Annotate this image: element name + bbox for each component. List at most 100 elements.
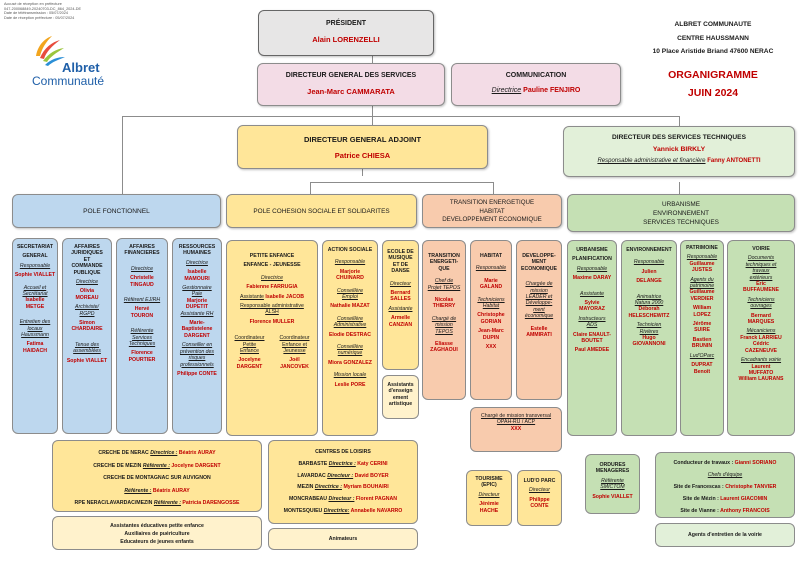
ludoparc-box: LUD'O PARC Directeur Philippe CONTE: [517, 470, 562, 526]
role-label: Assistante RH: [180, 310, 214, 317]
person-name: Baptistelene: [181, 326, 213, 333]
president-title: PRÉSIDENT: [325, 20, 367, 27]
environnement-box: ENVIRONNEMENT Responsable Julien DELANGE…: [621, 240, 677, 436]
role-label: Directrice: [261, 274, 283, 281]
role-label: Développe-: [525, 300, 553, 307]
person-name: Laurent GIACOMIN: [720, 496, 768, 502]
person-name: Estelle: [530, 325, 548, 332]
dga-box: DIRECTEUR GENERAL ADJOINT Patrice CHIESA: [237, 125, 488, 169]
tourisme-title: (EPIC): [481, 482, 497, 489]
person-name: William: [692, 305, 712, 312]
role-label: Encadrants voirie: [740, 357, 782, 364]
te-title: ENERGETI-: [429, 259, 459, 266]
person-name: Julien: [641, 268, 657, 275]
person-name: Patricia DARENGOSSE: [182, 500, 240, 506]
person-name: JUSTES: [691, 267, 713, 274]
person-name: AMMIRATI: [526, 332, 552, 339]
urbanisme-box: URBANISME PLANIFICATION Responsable Maxi…: [567, 240, 617, 436]
ordures-title: ORDURES: [599, 462, 626, 468]
role-label: Directeur: [389, 280, 412, 287]
person-name: CONTE: [530, 503, 549, 510]
role-label: Jeunesse: [283, 348, 306, 355]
role-label: Directrice:: [323, 507, 350, 514]
person-name: Paul AMEDEE: [574, 347, 610, 354]
person-name: HACHE: [479, 507, 499, 514]
secretariat-title: SECRETARIAT: [16, 244, 54, 250]
org-title-text: ORGANIGRAMME: [668, 69, 758, 81]
role-label: Haussmann: [21, 332, 49, 339]
person-name: Annabelle NAVARRO: [350, 507, 403, 514]
person-name: MUFFATO: [748, 369, 774, 376]
musique-title: MUSIQUE: [388, 255, 413, 262]
person-name: CAZENEUVE: [745, 347, 777, 354]
role-label: Secrétariat: [22, 291, 48, 298]
creche-name: RPE NERAC/LAVARDAC/MEZIN: [74, 500, 153, 506]
person-name: Joël: [289, 357, 300, 364]
person-name: Fabienne FARRUGIA: [246, 284, 298, 291]
urba-title: URBANISME: [576, 247, 608, 253]
communication-box: COMMUNICATION Directrice Pauline FENJIRO: [451, 63, 621, 106]
person-name: CANZIAN: [388, 321, 413, 328]
musique-title: DANSE: [391, 268, 410, 275]
habitat-box: HABITAT Responsable Marie GALAND Technic…: [470, 240, 512, 400]
person-name: HAIDACH: [23, 347, 47, 354]
president-name: Alain LORENZELLI: [312, 35, 380, 44]
person-name: MOREAU: [75, 294, 99, 301]
person-name: David BOYER: [354, 472, 389, 479]
assistants-artistique-box: Assistants d'enseign ement artistique: [382, 375, 419, 419]
person-name: Isabelle: [25, 297, 45, 304]
te-title: TRANSITION: [428, 253, 460, 259]
org-date: JUIN 2024: [687, 87, 739, 99]
role-label: Conseillère: [337, 315, 363, 322]
role-label: Techniques: [128, 341, 156, 348]
aj-title: AFFAIRES: [74, 244, 100, 250]
role-label: Gestionnaire: [182, 285, 212, 292]
action-sociale-box: ACTION SOCIALE Responsable Marjorie CHUI…: [322, 240, 378, 436]
person-name: Bernard: [390, 290, 411, 297]
role-label: travaux: [752, 268, 770, 275]
person-name: ZAGHAOUI: [430, 347, 458, 354]
dev-eco-title: MENT: [531, 259, 547, 266]
pole-urbanisme-line: SERVICES TECHNIQUES: [643, 219, 719, 226]
person-name: Christophe TANVIER: [725, 484, 777, 490]
dgs-title: DIRECTEUR GENERAL DES SERVICES: [285, 72, 417, 79]
role-label: Conseillère: [337, 344, 363, 351]
person-name: JANCOVEK: [280, 363, 309, 370]
person-name: Sophie VIALLET: [66, 357, 108, 364]
person-name: Laurent: [751, 363, 771, 370]
role-label: professionnels: [180, 361, 214, 368]
logo-line2: Communauté: [32, 74, 105, 88]
pole-transition-line: TRANSITION ENERGETIQUE: [449, 199, 535, 206]
person-name: CHARDAIRE: [71, 326, 103, 333]
role-label: Référent EJ/RH: [123, 297, 161, 304]
role-label: Paie: [191, 291, 203, 298]
person-name: TOURON: [130, 312, 154, 319]
person-name: Katy CERINI: [357, 460, 388, 467]
role-label: ment: [533, 306, 545, 313]
rh-box: RESSOURCES HUMAINES Directrice Isabelle …: [172, 238, 222, 434]
role-label: Agents du: [690, 276, 714, 283]
af-title: AFFAIRES: [129, 244, 155, 250]
person-name: Miora GONZALEZ: [328, 359, 372, 366]
ludoparc-title: LUD'O PARC: [523, 478, 556, 484]
assistantes-line: Auxiliaires de puériculture: [124, 531, 190, 537]
person-name: Olivia: [79, 288, 95, 295]
person-name: LOPEZ: [693, 311, 711, 318]
person-name: HELESCHEWITZ: [628, 312, 670, 319]
as-title: ACTION SOCIALE: [327, 247, 373, 253]
role-label: Directeur: [528, 487, 551, 494]
person-name: Bastien: [692, 336, 712, 343]
role-label: Chargé de: [431, 315, 457, 322]
person-name: Sophie VIALLET: [592, 493, 633, 500]
creches-box: CRECHE DE NERAC Directrice : Béatrix AUR…: [52, 440, 262, 512]
person-name: Cédric: [752, 341, 770, 348]
assistantes-box: Assistantes éducatives petite enfance Au…: [52, 516, 262, 550]
role-label: Natura 2000: [634, 300, 664, 307]
person-name: Elodie DESTRAC: [328, 331, 372, 338]
assistantes-line: Assistantes éducatives petite enfance: [110, 523, 204, 529]
receipt-line: Date de réception préfecture : 05/07/202…: [4, 15, 75, 20]
person-name: Armelle: [390, 315, 411, 322]
role-label: Responsable: [576, 265, 608, 272]
person-name: Philippe CONTE: [177, 370, 217, 377]
person-name: SALLES: [390, 296, 411, 303]
